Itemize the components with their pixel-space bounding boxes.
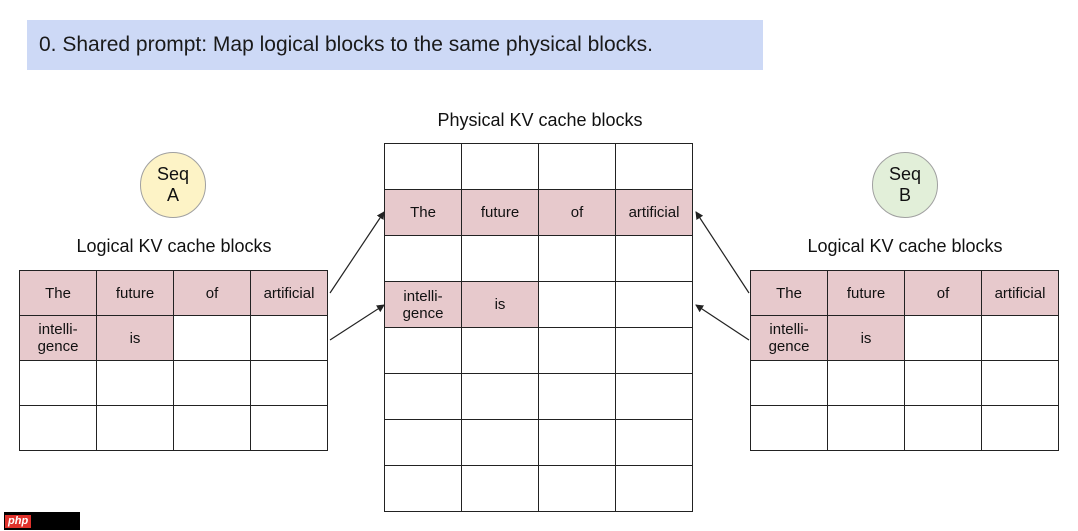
seq-a-token-text: artificial [263,284,315,302]
seq-a-token-text: intelli- gence [37,321,79,355]
physical-token-text: of [570,204,584,221]
physical-block-cell: future [461,189,539,236]
seq-b-block-cell [904,405,982,451]
seq-a-row [19,360,328,406]
seq-b-block-cell [750,405,828,451]
physical-block-cell [615,465,693,512]
seq-b-token-text: future [846,284,886,302]
physical-block-cell [384,235,462,282]
seq-b-circle: Seq B [872,152,938,218]
seq-b-block-cell: The [750,270,828,316]
seq-a-logical-table: The future of artificial intelli- gence is [19,270,328,451]
seq-b-label: Seq B [888,164,922,205]
seq-b-block-cell [827,360,905,406]
seq-b-block-cell [750,360,828,406]
seq-b-block-cell [981,360,1059,406]
seq-b-block-cell: future [827,270,905,316]
seq-b-token-text: is [860,329,872,347]
arrow-a-row2 [329,304,385,341]
seq-a-logical-title: Logical KV cache blocks [76,236,272,256]
arrow-b-row2 [695,304,750,341]
physical-block-cell: is [461,281,539,328]
watermark-logo: php [5,514,32,528]
seq-a-block-cell [173,405,251,451]
seq-a-block-cell [173,315,251,361]
physical-block-cell [538,143,616,190]
physical-block-cell [538,327,616,374]
seq-a-block-cell [250,360,328,406]
physical-block-cell [615,373,693,420]
seq-b-row: The future of artificial [750,270,1059,316]
seq-b-block-cell [981,405,1059,451]
physical-token-text: artificial [628,204,680,221]
physical-block-cell [615,419,693,466]
seq-b-row: intelli- gence is [750,315,1059,361]
seq-b-block-cell: is [827,315,905,361]
seq-b-row [750,360,1059,406]
physical-block-cell [615,143,693,190]
seq-a-token-text: future [115,284,155,302]
seq-b-row [750,405,1059,451]
physical-block-cell [384,373,462,420]
seq-b-token-text: artificial [994,284,1046,302]
physical-token-text: future [480,204,520,221]
header-banner: 0. Shared prompt: Map logical blocks to … [27,20,763,70]
physical-blocks-title: Physical KV cache blocks [437,110,643,130]
physical-row [384,419,693,466]
physical-token-text: is [494,296,506,313]
physical-row [384,235,693,282]
physical-block-cell [461,143,539,190]
seq-b-token-text: intelli- gence [768,321,810,355]
seq-a-block-cell: artificial [250,270,328,316]
seq-b-block-cell: artificial [981,270,1059,316]
seq-b-logical-table: The future of artificial intelli- gence is [750,270,1059,451]
seq-a-token-text: The [45,284,71,302]
physical-token-text: intelli- gence [402,287,444,322]
arrow-a-row1 [329,211,385,294]
physical-row [384,373,693,420]
physical-block-cell [538,281,616,328]
seq-b-logical-title: Logical KV cache blocks [807,236,1003,256]
banner-text: 0. Shared prompt: Map logical blocks to … [39,33,653,56]
physical-row [384,327,693,374]
seq-b-block-cell: intelli- gence [750,315,828,361]
seq-a-row [19,405,328,451]
seq-a-token-text: of [205,284,219,302]
seq-a-block-cell [250,315,328,361]
physical-block-cell [461,235,539,282]
physical-row: intelli- gence is [384,281,693,328]
seq-b-token-text: The [776,284,802,302]
physical-block-cell [538,465,616,512]
watermark: php [4,512,80,530]
physical-block-cell [461,327,539,374]
seq-b-token-text: of [936,284,950,302]
physical-block-cell [461,373,539,420]
seq-a-block-cell [96,360,174,406]
seq-a-label: Seq A [156,164,190,205]
seq-a-circle: Seq A [140,152,206,218]
physical-block-cell [461,465,539,512]
seq-b-block-cell [827,405,905,451]
physical-blocks-table: The future of artificial intelli- gence is [384,143,693,512]
seq-a-block-cell [19,405,97,451]
seq-a-block-cell [96,405,174,451]
physical-token-text: The [410,204,436,221]
seq-a-block-cell: intelli- gence [19,315,97,361]
seq-a-block-cell: is [96,315,174,361]
seq-a-token-text: is [129,329,141,347]
seq-a-row: intelli- gence is [19,315,328,361]
physical-block-cell: intelli- gence [384,281,462,328]
physical-row [384,465,693,512]
physical-row: The future of artificial [384,189,693,236]
seq-a-block-cell [250,405,328,451]
arrow-b-row1 [695,211,750,294]
